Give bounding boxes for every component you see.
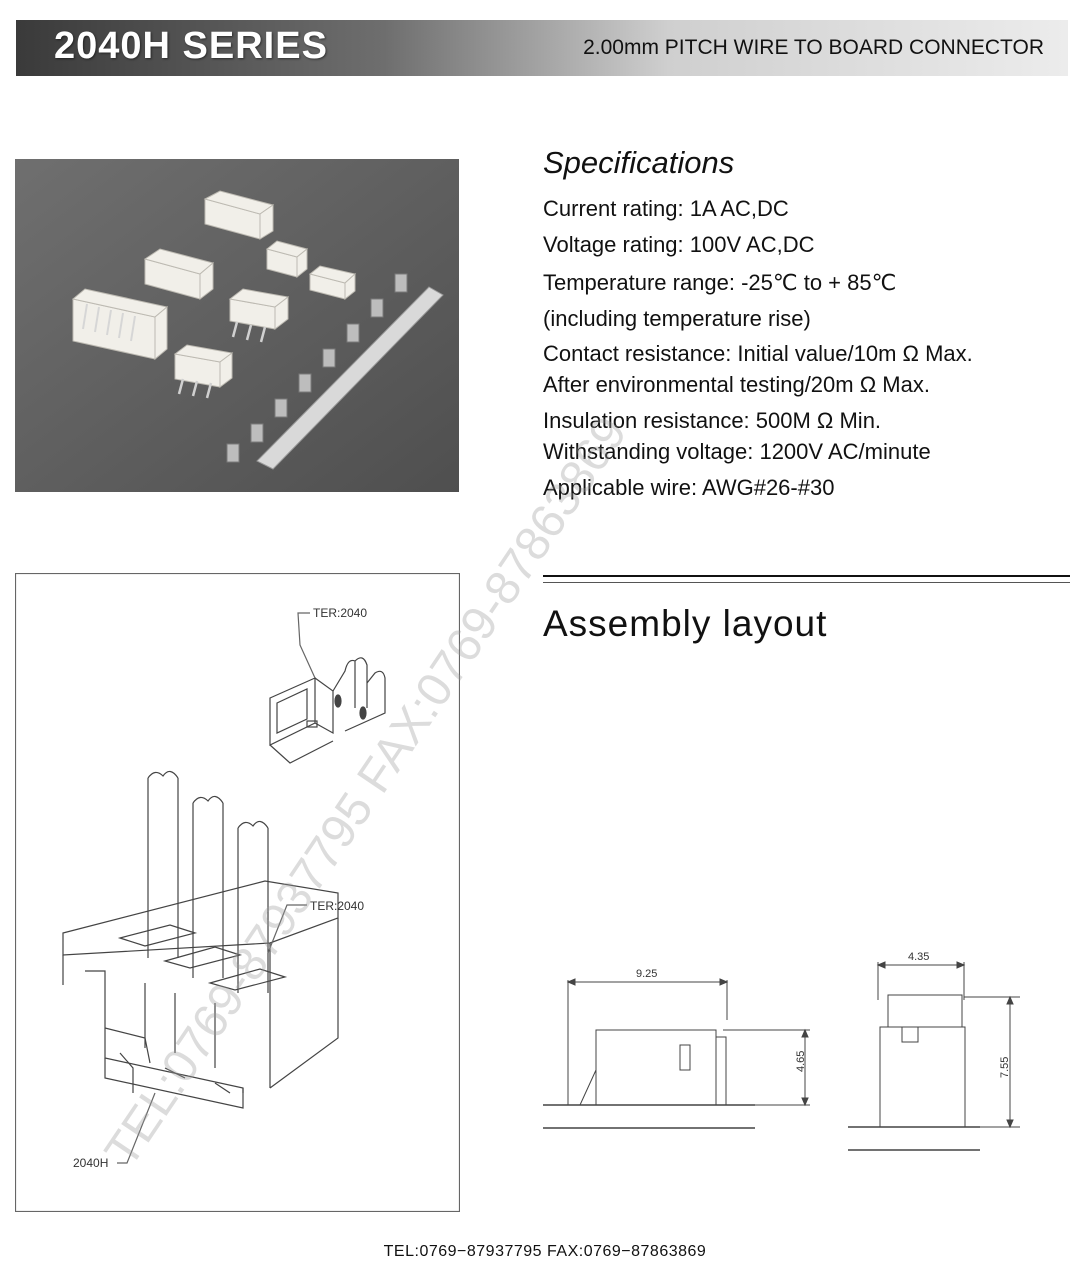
- wire-3: [237, 820, 269, 993]
- spec-insulation-resistance: Insulation resistance: 500M Ω Min.: [543, 408, 882, 433]
- terminal-illustration: [269, 657, 386, 764]
- wafer-bottom: [173, 344, 234, 388]
- footer-contact: TEL:0769−87937795 FAX:0769−87863869: [383, 1243, 707, 1260]
- spec-voltage-rating: Voltage rating: 100V AC,DC: [543, 232, 815, 257]
- ter-label-mid: TER:2040: [310, 899, 364, 913]
- dimension-drawings: 9.25 4.65 4.35 7.55: [543, 951, 1020, 1151]
- housing-small-a: [265, 240, 309, 279]
- assembly-drawing: TER:2040 TER:2040 2040H: [15, 573, 460, 1212]
- dim-height-side: 4.65: [795, 1051, 807, 1072]
- spec-temperature-range: Temperature range: -25℃ to + 85℃: [543, 270, 897, 295]
- spec-current-rating: Current rating: 1A AC,DC: [543, 196, 789, 221]
- header-banner: 2040H SERIES 2.00mm PITCH WIRE TO BOARD …: [16, 20, 1068, 76]
- front-view-drawing: 4.35 7.55: [848, 951, 1020, 1151]
- product-photo: [15, 159, 459, 492]
- spec-temperature-note: (including temperature rise): [543, 306, 811, 331]
- dim-width: 9.25: [636, 968, 657, 980]
- section-divider: [543, 575, 1070, 577]
- spec-withstanding-voltage: Withstanding voltage: 1200V AC/minute: [543, 439, 931, 464]
- series-subtitle: 2.00mm PITCH WIRE TO BOARD CONNECTOR: [583, 36, 1044, 59]
- housing-illustration: [62, 880, 339, 1109]
- dim-height-total: 7.55: [999, 1057, 1011, 1078]
- wafer-top: [228, 288, 290, 331]
- terminal-strip: [256, 286, 444, 470]
- side-view-drawing: 9.25 4.65: [543, 968, 810, 1129]
- ter-label-top: TER:2040: [313, 606, 367, 620]
- spec-contact-resistance-after: After environmental testing/20m Ω Max.: [543, 372, 930, 397]
- assembly-layout-title: Assembly layout: [543, 603, 828, 644]
- series-title: 2040H SERIES: [54, 25, 328, 67]
- spec-applicable-wire: Applicable wire: AWG#26-#30: [543, 475, 835, 500]
- section-divider-thin: [543, 582, 1070, 583]
- wafer-side: [71, 288, 169, 361]
- housing-large: [203, 190, 275, 240]
- dim-depth: 4.35: [908, 951, 929, 963]
- wire-2: [192, 795, 224, 978]
- spec-contact-resistance: Contact resistance: Initial value/10m Ω …: [543, 341, 973, 366]
- specifications-title: Specifications: [543, 145, 735, 180]
- housing-label: 2040H: [73, 1156, 108, 1170]
- housing-mid: [143, 248, 215, 301]
- housing-small-b: [308, 265, 357, 301]
